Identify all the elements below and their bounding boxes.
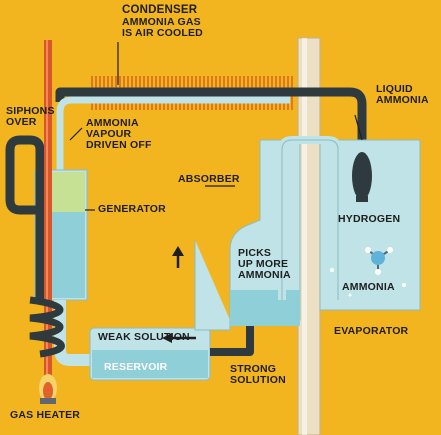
- vapour-label: AMMONIA VAPOUR DRIVEN OFF: [86, 117, 152, 151]
- ammonia-label: AMMONIA: [342, 281, 395, 293]
- ammonia-molecule-icon: [365, 247, 393, 275]
- hydrogen-label: HYDROGEN: [338, 213, 401, 225]
- strong-solution-pipe: [210, 320, 254, 356]
- liquid-ammonia-label: LIQUID AMMONIA: [376, 83, 429, 106]
- strong-solution-label: STRONG SOLUTION: [230, 363, 286, 386]
- ammonia-gas-label: AMMONIA GAS IS AIR COOLED: [122, 16, 203, 39]
- vapour-pipe: [56, 96, 290, 190]
- reservoir-label: RESERVOIR: [104, 361, 168, 373]
- heater-coil: [29, 296, 65, 358]
- gas-flame-icon: [39, 374, 57, 404]
- condenser-pipe: [55, 87, 367, 150]
- hydrogen-chamber: [319, 139, 421, 311]
- up-arrow-icon: [172, 246, 184, 268]
- gas-heater-label: GAS HEATER: [10, 409, 81, 421]
- liquid-ammonia-bulb: [352, 152, 372, 202]
- condenser-label: CONDENSER: [122, 4, 198, 16]
- absorber-vessel: [194, 139, 301, 331]
- heater-flue: [44, 40, 52, 390]
- evaporator-tube: [297, 37, 321, 435]
- bubbles: [330, 268, 406, 297]
- evaporator-label: EVAPORATOR: [334, 325, 409, 337]
- absorber-label: ABSORBER: [178, 173, 240, 185]
- weak-solution-label: WEAK SOLUTION: [98, 331, 190, 343]
- leader-lines: [69, 42, 363, 211]
- reservoir-vessel: [89, 327, 211, 381]
- left-arrow-icon: [162, 333, 196, 343]
- absorber-loop-outline: [281, 139, 339, 300]
- siphons-label: SIPHONS OVER: [6, 105, 55, 128]
- generator-label: GENERATOR: [98, 203, 166, 215]
- picks-up-label: PICKS UP MORE AMMONIA: [238, 247, 291, 281]
- siphon-pipe: [5, 135, 45, 300]
